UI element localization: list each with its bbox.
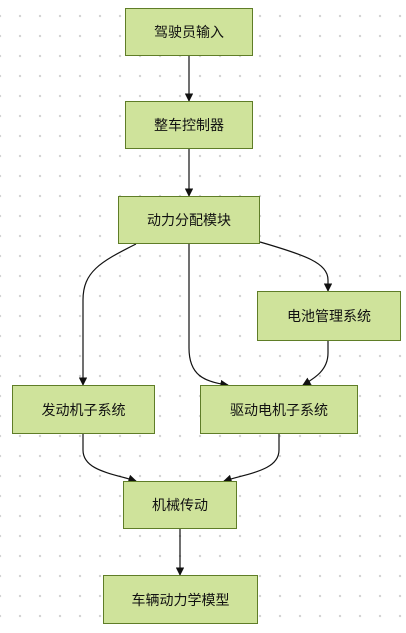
edge-power-to-battery: [259, 241, 333, 292]
node-vehicle-controller[interactable]: 整车控制器: [125, 101, 253, 149]
node-label: 动力分配模块: [147, 213, 231, 229]
edge-motor-to-transmission: [223, 434, 280, 483]
node-mechanical-transmission[interactable]: 机械传动: [123, 481, 237, 529]
edge-battery-to-motor: [302, 341, 329, 386]
node-power-distribution[interactable]: 动力分配模块: [118, 196, 260, 244]
edge-power-to-engine: [78, 243, 137, 386]
node-label: 电池管理系统: [287, 309, 371, 325]
edge-power-to-motor: [188, 244, 229, 389]
node-label: 驾驶员输入: [154, 25, 224, 41]
node-engine-subsystem[interactable]: 发动机子系统: [12, 385, 155, 434]
edge-engine-to-transmission: [82, 434, 137, 483]
node-label: 机械传动: [152, 498, 208, 514]
node-battery-management[interactable]: 电池管理系统: [257, 291, 401, 341]
node-vehicle-dynamics-model[interactable]: 车辆动力学模型: [103, 575, 258, 624]
node-label: 发动机子系统: [41, 402, 126, 419]
node-driver-input[interactable]: 驾驶员输入: [125, 8, 253, 56]
node-label: 整车控制器: [154, 118, 224, 134]
node-motor-subsystem[interactable]: 驱动电机子系统: [200, 385, 358, 434]
node-label: 车辆动力学模型: [131, 592, 230, 609]
node-label: 驱动电机子系统: [230, 402, 328, 419]
